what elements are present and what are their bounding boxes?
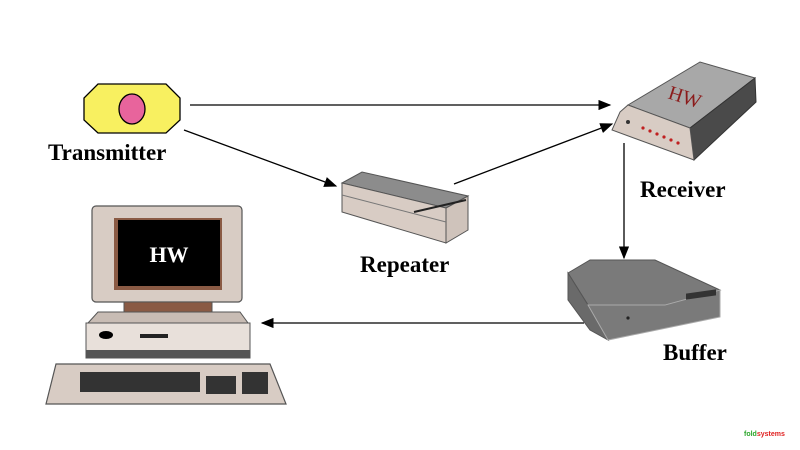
transmitter-icon [83, 83, 181, 134]
buffer-label: Buffer [663, 340, 727, 365]
repeater-label: Repeater [360, 252, 450, 277]
buffer-icon [567, 259, 722, 342]
edge-transmitter-repeater [183, 129, 338, 187]
edge-repeater-receiver [453, 123, 614, 185]
transmitter-label: Transmitter [48, 140, 167, 165]
watermark-logo: foldsystems [744, 431, 785, 438]
receiver-icon: HW [611, 61, 757, 162]
watermark-part2: systems [756, 431, 785, 438]
watermark-part1: fold [744, 431, 757, 438]
receiver-label: Receiver [640, 177, 726, 202]
computer-icon: HW [45, 205, 287, 405]
repeater-icon [340, 171, 470, 244]
computer-screen-text: HW [149, 242, 188, 267]
